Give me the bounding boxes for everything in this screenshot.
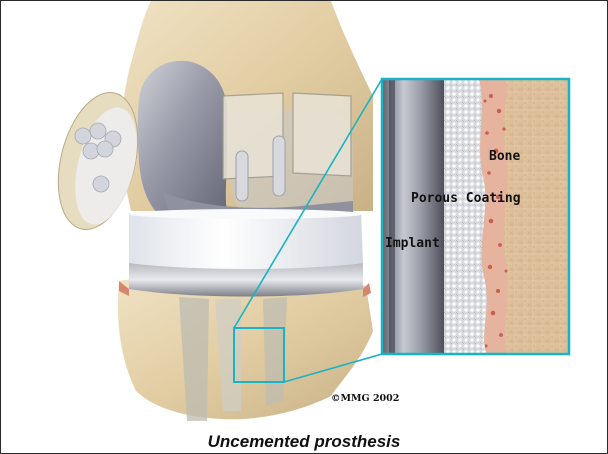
label-implant: Implant (385, 236, 440, 251)
label-bone: Bone (489, 149, 520, 164)
tibial-insert (129, 213, 363, 269)
label-porous-coating: Porous Coating (411, 191, 521, 206)
figure-caption: Uncemented prosthesis (1, 432, 607, 452)
magnified-callout (382, 79, 569, 354)
copyright-text: ©MMG 2002 (331, 393, 399, 404)
